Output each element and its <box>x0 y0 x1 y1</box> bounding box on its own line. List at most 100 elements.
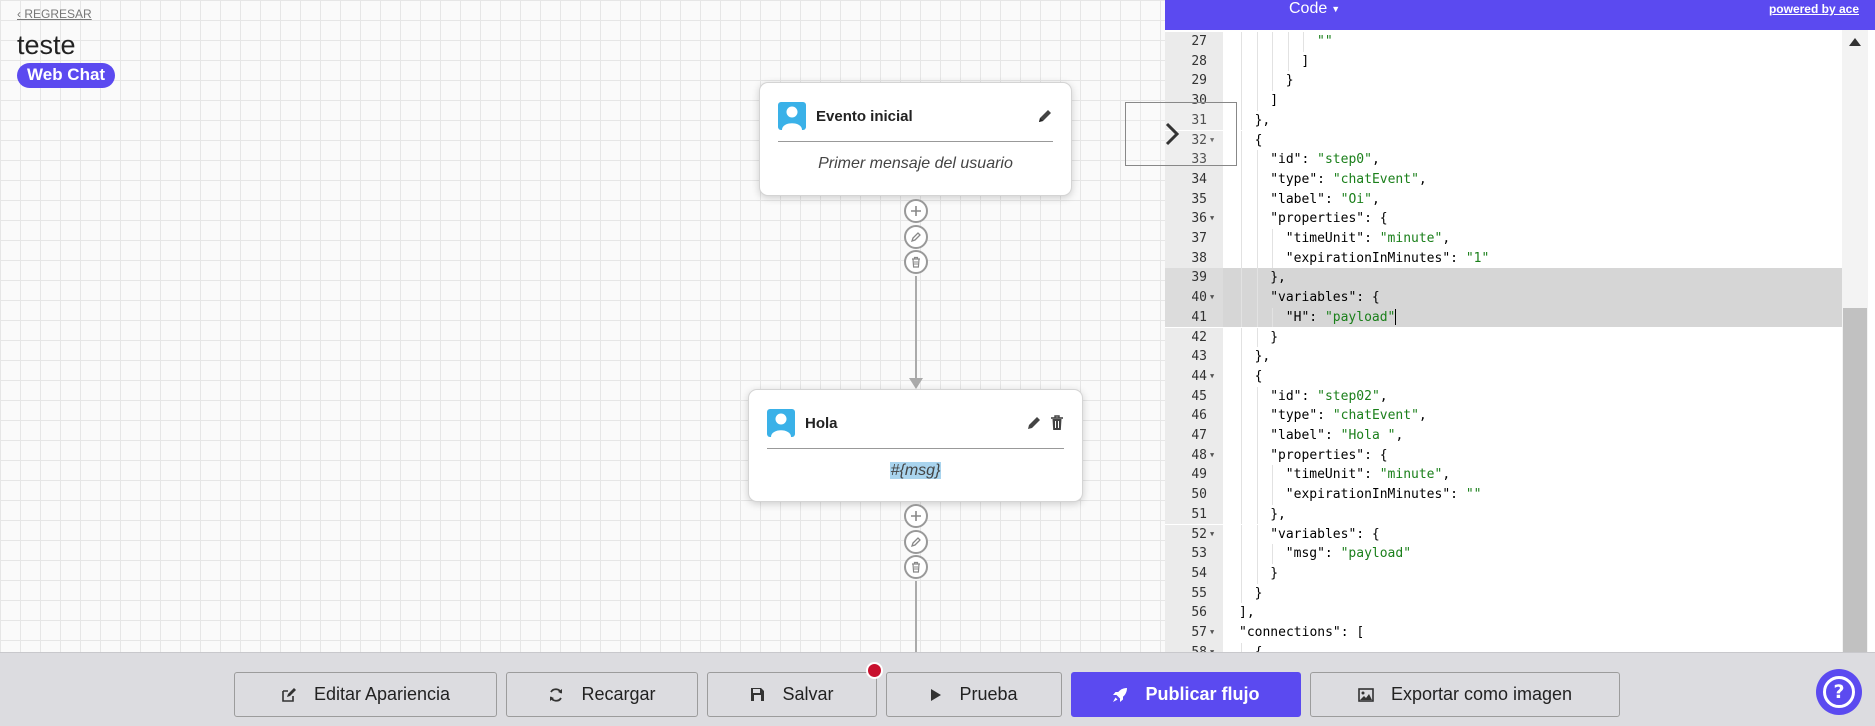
code-text: "id": "step0", <box>1270 150 1380 170</box>
code-gutter <box>1165 327 1223 348</box>
trash-icon[interactable] <box>904 555 928 579</box>
pencil-icon[interactable] <box>1026 415 1042 431</box>
plus-icon[interactable] <box>904 199 928 223</box>
line-number: 28 <box>1191 53 1207 69</box>
back-link[interactable]: ‹ REGRESAR <box>17 7 92 21</box>
code-line[interactable]: 53"msg": "payload" <box>1165 544 1845 564</box>
code-text: "timeUnit": "minute", <box>1286 229 1450 249</box>
code-line[interactable]: 51}, <box>1165 504 1845 525</box>
code-line[interactable]: 56], <box>1165 603 1845 623</box>
save-button[interactable]: Salvar <box>707 672 877 717</box>
trash-icon[interactable] <box>1050 415 1064 431</box>
code-line[interactable]: 39}, <box>1165 268 1845 289</box>
fold-arrow-icon[interactable]: ▼ <box>1210 293 1215 302</box>
code-line[interactable]: 35"label": "Oi", <box>1165 189 1845 210</box>
code-line[interactable]: 43}, <box>1165 347 1845 367</box>
code-line[interactable]: 49"timeUnit": "minute", <box>1165 465 1845 486</box>
fold-arrow-icon[interactable]: ▼ <box>1210 450 1215 459</box>
code-tab[interactable]: Code▼ <box>1289 0 1340 18</box>
reload-button[interactable]: Recargar <box>506 672 698 717</box>
code-line[interactable]: 27"" <box>1165 32 1845 52</box>
indent-guide <box>1272 32 1274 52</box>
code-text: } <box>1270 328 1278 348</box>
code-gutter <box>1165 32 1223 52</box>
code-line[interactable]: 45"id": "step02", <box>1165 386 1845 407</box>
code-line[interactable]: 28] <box>1165 51 1845 72</box>
code-line[interactable]: 52▼"variables": { <box>1165 524 1845 545</box>
code-line[interactable]: 32▼{ <box>1165 130 1845 151</box>
help-button[interactable]: ? <box>1816 669 1862 715</box>
code-token: } <box>1270 329 1279 345</box>
code-line[interactable]: 34"type": "chatEvent", <box>1165 169 1845 190</box>
scroll-up-arrow-icon[interactable] <box>1849 38 1861 46</box>
code-token: } <box>1270 565 1279 581</box>
code-line[interactable]: 48▼"properties": { <box>1165 445 1845 466</box>
trash-icon[interactable] <box>904 250 928 274</box>
indent-guide <box>1241 209 1242 229</box>
pencil-icon[interactable] <box>904 225 928 249</box>
code-gutter <box>1165 150 1223 170</box>
code-gutter <box>1165 603 1223 623</box>
indent-guide <box>1256 426 1258 446</box>
code-text: } <box>1255 584 1263 604</box>
pencil-icon[interactable] <box>904 530 928 554</box>
code-line[interactable]: 44▼{ <box>1165 366 1845 387</box>
string-token: "" <box>1465 487 1482 503</box>
code-token: , <box>1442 231 1451 246</box>
flow-canvas[interactable]: ‹ REGRESAR teste Web Chat Evento inicial… <box>0 0 1165 652</box>
powered-by-link[interactable]: powered by ace <box>1768 2 1859 16</box>
code-line[interactable]: 50"expirationInMinutes": "" <box>1165 485 1845 505</box>
plus-icon[interactable] <box>904 504 928 528</box>
code-line[interactable]: 29} <box>1165 71 1845 92</box>
code-line[interactable]: 31}, <box>1165 110 1845 131</box>
fold-arrow-icon[interactable]: ▼ <box>1210 529 1215 538</box>
export-image-button[interactable]: Exportar como imagen <box>1310 672 1620 717</box>
code-line[interactable]: 33 "id": "step0", <box>1165 150 1845 170</box>
code-line[interactable]: 57▼"connections": [ <box>1165 623 1845 643</box>
code-token: , <box>1379 388 1388 404</box>
code-tab-label: Code <box>1289 0 1328 17</box>
code-line[interactable]: 41"H": "payload" <box>1165 307 1845 328</box>
flow-node-hola[interactable]: Hola #{msg} <box>748 389 1083 502</box>
code-line[interactable]: 30] <box>1165 91 1845 111</box>
code-line[interactable]: 47"label": "Hola ", <box>1165 426 1845 446</box>
edit-appearance-label: Editar Apariencia <box>313 684 451 704</box>
fold-arrow-icon[interactable]: ▼ <box>1210 135 1215 144</box>
pencil-icon[interactable] <box>1037 108 1053 124</box>
fold-arrow-icon[interactable]: ▼ <box>1210 371 1215 380</box>
code-line[interactable]: 54} <box>1165 563 1845 584</box>
edit-appearance-button[interactable]: Editar Apariencia <box>234 672 497 717</box>
code-line[interactable]: 38"expirationInMinutes": "1" <box>1165 248 1845 269</box>
line-number: 39 <box>1191 270 1207 286</box>
fold-arrow-icon[interactable]: ▼ <box>1210 214 1215 223</box>
code-editor[interactable]: 27""28]29}30]31},32▼{33 "id": "step0",34"… <box>1165 30 1845 663</box>
line-number: 33 <box>1191 152 1207 168</box>
line-number: 52 <box>1191 526 1207 542</box>
fold-arrow-icon[interactable]: ▼ <box>1210 643 1214 663</box>
code-line[interactable]: 37"timeUnit": "minute", <box>1165 229 1845 249</box>
indent-guide <box>1241 150 1242 170</box>
panel-collapse-toggle[interactable] <box>1125 102 1237 166</box>
publish-flow-button[interactable]: Publicar flujo <box>1071 672 1301 717</box>
scroll-thumb[interactable] <box>1843 308 1867 652</box>
code-token: ], <box>1239 605 1255 621</box>
code-line[interactable]: 42} <box>1165 327 1845 348</box>
test-button[interactable]: Prueba <box>886 672 1062 717</box>
code-line[interactable]: 55} <box>1165 583 1845 604</box>
string-token: "chatEvent" <box>1332 171 1419 187</box>
indent-guide <box>1287 51 1289 72</box>
code-gutter <box>1165 51 1223 72</box>
string-token: "step02" <box>1317 388 1380 404</box>
code-line[interactable]: 36▼"properties": { <box>1165 209 1845 229</box>
code-line[interactable]: 46"type": "chatEvent", <box>1165 406 1845 426</box>
string-token: "minute" <box>1379 231 1443 246</box>
bottom-toolbar: Editar Apariencia Recargar Salvar Prueba… <box>0 652 1875 726</box>
flow-node-start[interactable]: Evento inicial Primer mensaje del usuari… <box>759 82 1072 196</box>
fold-arrow-icon[interactable]: ▼ <box>1210 628 1215 636</box>
code-line[interactable]: 40▼"variables": { <box>1165 288 1845 308</box>
indent-guide <box>1241 110 1242 131</box>
node-title: Hola <box>805 414 838 432</box>
code-token: "id": <box>1270 388 1318 404</box>
editor-scrollbar[interactable] <box>1842 30 1868 652</box>
indent-guide <box>1241 524 1242 545</box>
